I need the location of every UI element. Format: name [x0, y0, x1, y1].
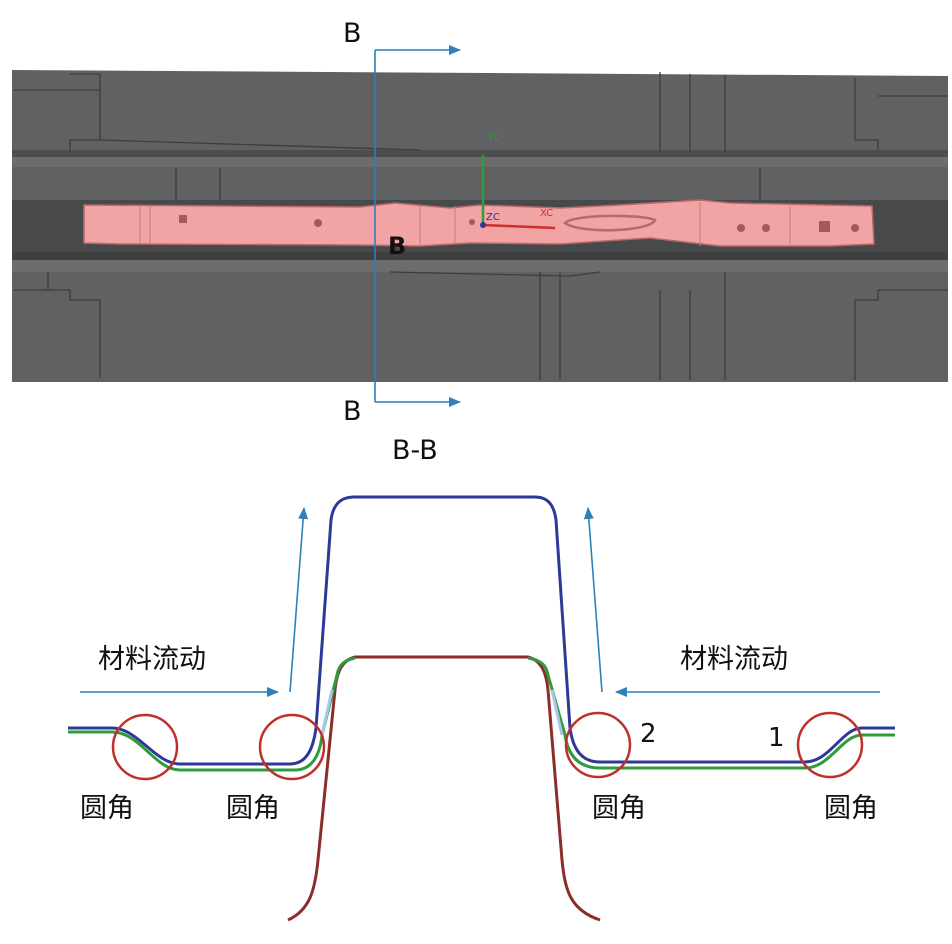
section-title: B-B — [392, 435, 438, 466]
inner-profile — [287, 655, 601, 922]
axis-label-x: XC — [540, 208, 553, 219]
blank-highlight-left — [320, 689, 334, 736]
section-marker-bottom: B — [343, 396, 362, 427]
blank-highlight-right — [550, 689, 564, 736]
flow-label-right: 材料流动 — [680, 644, 788, 675]
section-view: B-B 材料流动 材料流动 2 1 圆角 圆角 圆角 圆角 — [68, 435, 895, 922]
flow-arrow-up-right — [583, 507, 603, 693]
axis-origin — [480, 222, 486, 228]
part-body — [83, 199, 875, 247]
part-holes — [179, 215, 859, 232]
flow-label-left: 材料流动 — [98, 644, 206, 675]
die-outlines — [14, 72, 948, 380]
flow-arrow-up-left — [289, 507, 309, 693]
die-rail-lower — [12, 260, 948, 272]
fillet-circle-2 — [258, 713, 326, 781]
die-rail-upper-2 — [12, 157, 948, 167]
point-label-1: 1 — [768, 723, 785, 753]
blank-sheet-left — [68, 656, 356, 772]
fillet-circle-4 — [796, 711, 864, 779]
blank-sheet-right — [527, 656, 895, 770]
die-rail-upper — [12, 150, 948, 157]
corner-label-3: 圆角 — [592, 793, 646, 824]
fillet-circle-1 — [111, 713, 179, 781]
axis-label-y: YC — [487, 132, 501, 143]
section-marker-part: B — [388, 232, 406, 260]
point-label-2: 2 — [640, 719, 657, 749]
axis-label-z: ZC — [486, 212, 500, 223]
fillet-circles — [111, 711, 864, 781]
section-marker-top: B — [343, 18, 362, 49]
section-line — [374, 45, 461, 407]
corner-label-4: 圆角 — [824, 793, 878, 824]
fillet-circle-3 — [564, 711, 632, 779]
axis-triad: ZC XC YC — [480, 132, 556, 230]
part-slot — [563, 214, 657, 232]
formed-part — [83, 199, 875, 247]
part-features — [139, 202, 791, 246]
corner-label-2: 圆角 — [226, 793, 280, 824]
die-channel-edge — [12, 252, 948, 260]
corner-label-1: 圆角 — [80, 793, 134, 824]
punch-profile — [68, 495, 895, 766]
x-axis — [482, 223, 556, 230]
die-top-view: ZC XC YC B B B — [12, 18, 948, 427]
